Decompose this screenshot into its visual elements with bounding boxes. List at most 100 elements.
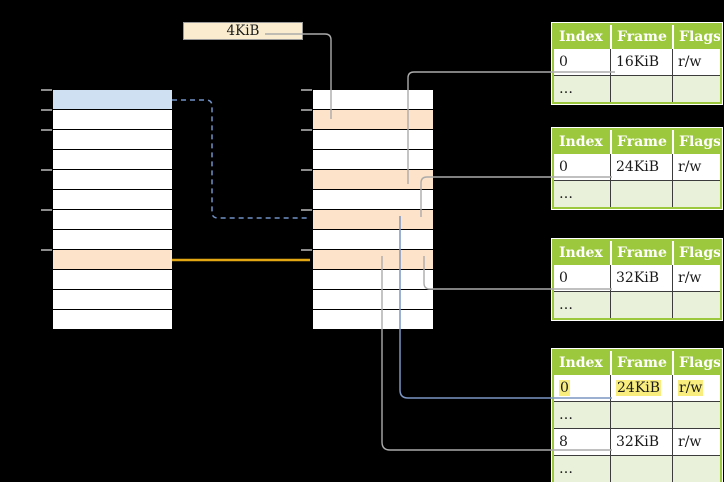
address-tick (41, 249, 52, 251)
table-cell: 8 (554, 429, 610, 455)
cell-value: r/w (678, 159, 702, 175)
table-row: … (554, 401, 720, 428)
address-tick (301, 129, 312, 131)
table-cell: … (554, 292, 610, 318)
column-header-flags: Flags (672, 130, 720, 154)
page-size-label-text: 4KiB (226, 23, 260, 39)
table-cell (610, 456, 672, 482)
cell-value: 32KiB (616, 270, 660, 286)
left-column-cell-9 (53, 270, 172, 290)
table-cell: r/w (672, 154, 720, 180)
cell-value: 8 (559, 434, 568, 450)
cell-value: r/w (678, 270, 702, 286)
table-cell: 0 (554, 375, 610, 401)
table-row: 0 24KiB r/w (554, 375, 720, 401)
table-row: … (554, 455, 720, 482)
address-tick (41, 109, 52, 111)
left-column-cell-6 (53, 210, 172, 230)
cell-value: 0 (559, 270, 568, 286)
address-tick (301, 209, 312, 211)
address-tick (301, 89, 312, 91)
cell-value: … (559, 407, 573, 423)
column-header-frame: Frame (610, 25, 672, 49)
cell-value: r/w (678, 434, 702, 450)
left-column-cell-5 (53, 190, 172, 210)
address-tick (301, 249, 312, 251)
middle-column-cell-9 (313, 270, 433, 290)
table-cell: 24KiB (610, 375, 672, 401)
address-tick (41, 129, 52, 131)
column-header-flags: Flags (672, 351, 720, 375)
cell-value: … (559, 81, 573, 97)
table-cell (610, 402, 672, 428)
highlighted-value: 24KiB (616, 380, 662, 396)
table-cell: … (554, 76, 610, 102)
cell-value: 0 (559, 54, 568, 70)
left-column-cell-4 (53, 170, 172, 190)
table-row: … (554, 291, 720, 318)
column-header-index: Index (559, 134, 603, 150)
column-header-index: Index (559, 29, 603, 45)
table-cell: 0 (554, 265, 610, 291)
cell-value: r/w (678, 54, 702, 70)
column-header-index: Index (559, 245, 603, 261)
table-cell (672, 402, 720, 428)
left-column-cell-0 (53, 90, 172, 110)
table-cell: 32KiB (610, 265, 672, 291)
left-column-cell-2 (53, 130, 172, 150)
highlighted-value: 0 (559, 380, 570, 396)
middle-column-cell-4 (313, 170, 433, 190)
left-column-cell-10 (53, 290, 172, 310)
left-column-cell-8 (53, 250, 172, 270)
arrow-virtual-page-to-frame (172, 99, 310, 219)
table-cell: 0 (554, 49, 610, 75)
table-cell (610, 292, 672, 318)
highlighted-value: r/w (678, 380, 704, 396)
middle-column-cell-5 (313, 190, 433, 210)
middle-column-cell-2 (313, 130, 433, 150)
table-cell: … (554, 181, 610, 207)
table-row: … (554, 75, 720, 102)
table-cell (672, 181, 720, 207)
address-tick (41, 169, 52, 171)
table-row: 8 32KiB r/w (554, 428, 720, 455)
cell-value: … (559, 461, 573, 477)
cell-value: 24KiB (616, 159, 660, 175)
middle-column-cell-3 (313, 150, 433, 170)
table-cell: r/w (672, 49, 720, 75)
table-cell: r/w (672, 265, 720, 291)
middle-column-cell-1 (313, 110, 433, 130)
table-cell: 24KiB (610, 154, 672, 180)
column-header-flags: Flags (672, 25, 720, 49)
middle-column-cell-6 (313, 210, 433, 230)
page-size-label: 4KiB (183, 22, 303, 40)
table-cell: … (554, 402, 610, 428)
address-tick (301, 109, 312, 111)
table-cell: r/w (672, 375, 720, 401)
table-cell: 16KiB (610, 49, 672, 75)
cell-value: 0 (559, 159, 568, 175)
cell-value: 32KiB (616, 434, 660, 450)
cell-value: … (559, 186, 573, 202)
middle-column-cell-11 (313, 310, 433, 330)
cell-value: 16KiB (616, 54, 660, 70)
table-cell: 0 (554, 154, 610, 180)
column-header-frame: Frame (610, 241, 672, 265)
table-cell (672, 76, 720, 102)
column-header-flags: Flags (672, 241, 720, 265)
middle-column-cell-7 (313, 230, 433, 250)
table-cell (610, 76, 672, 102)
table-cell: r/w (672, 429, 720, 455)
table-row: 0 32KiB r/w (554, 265, 720, 291)
table-row: 0 24KiB r/w (554, 154, 720, 180)
table-cell (610, 181, 672, 207)
middle-column-cell-8 (313, 250, 433, 270)
physical-frames-column (301, 89, 433, 330)
left-column-cell-1 (53, 110, 172, 130)
